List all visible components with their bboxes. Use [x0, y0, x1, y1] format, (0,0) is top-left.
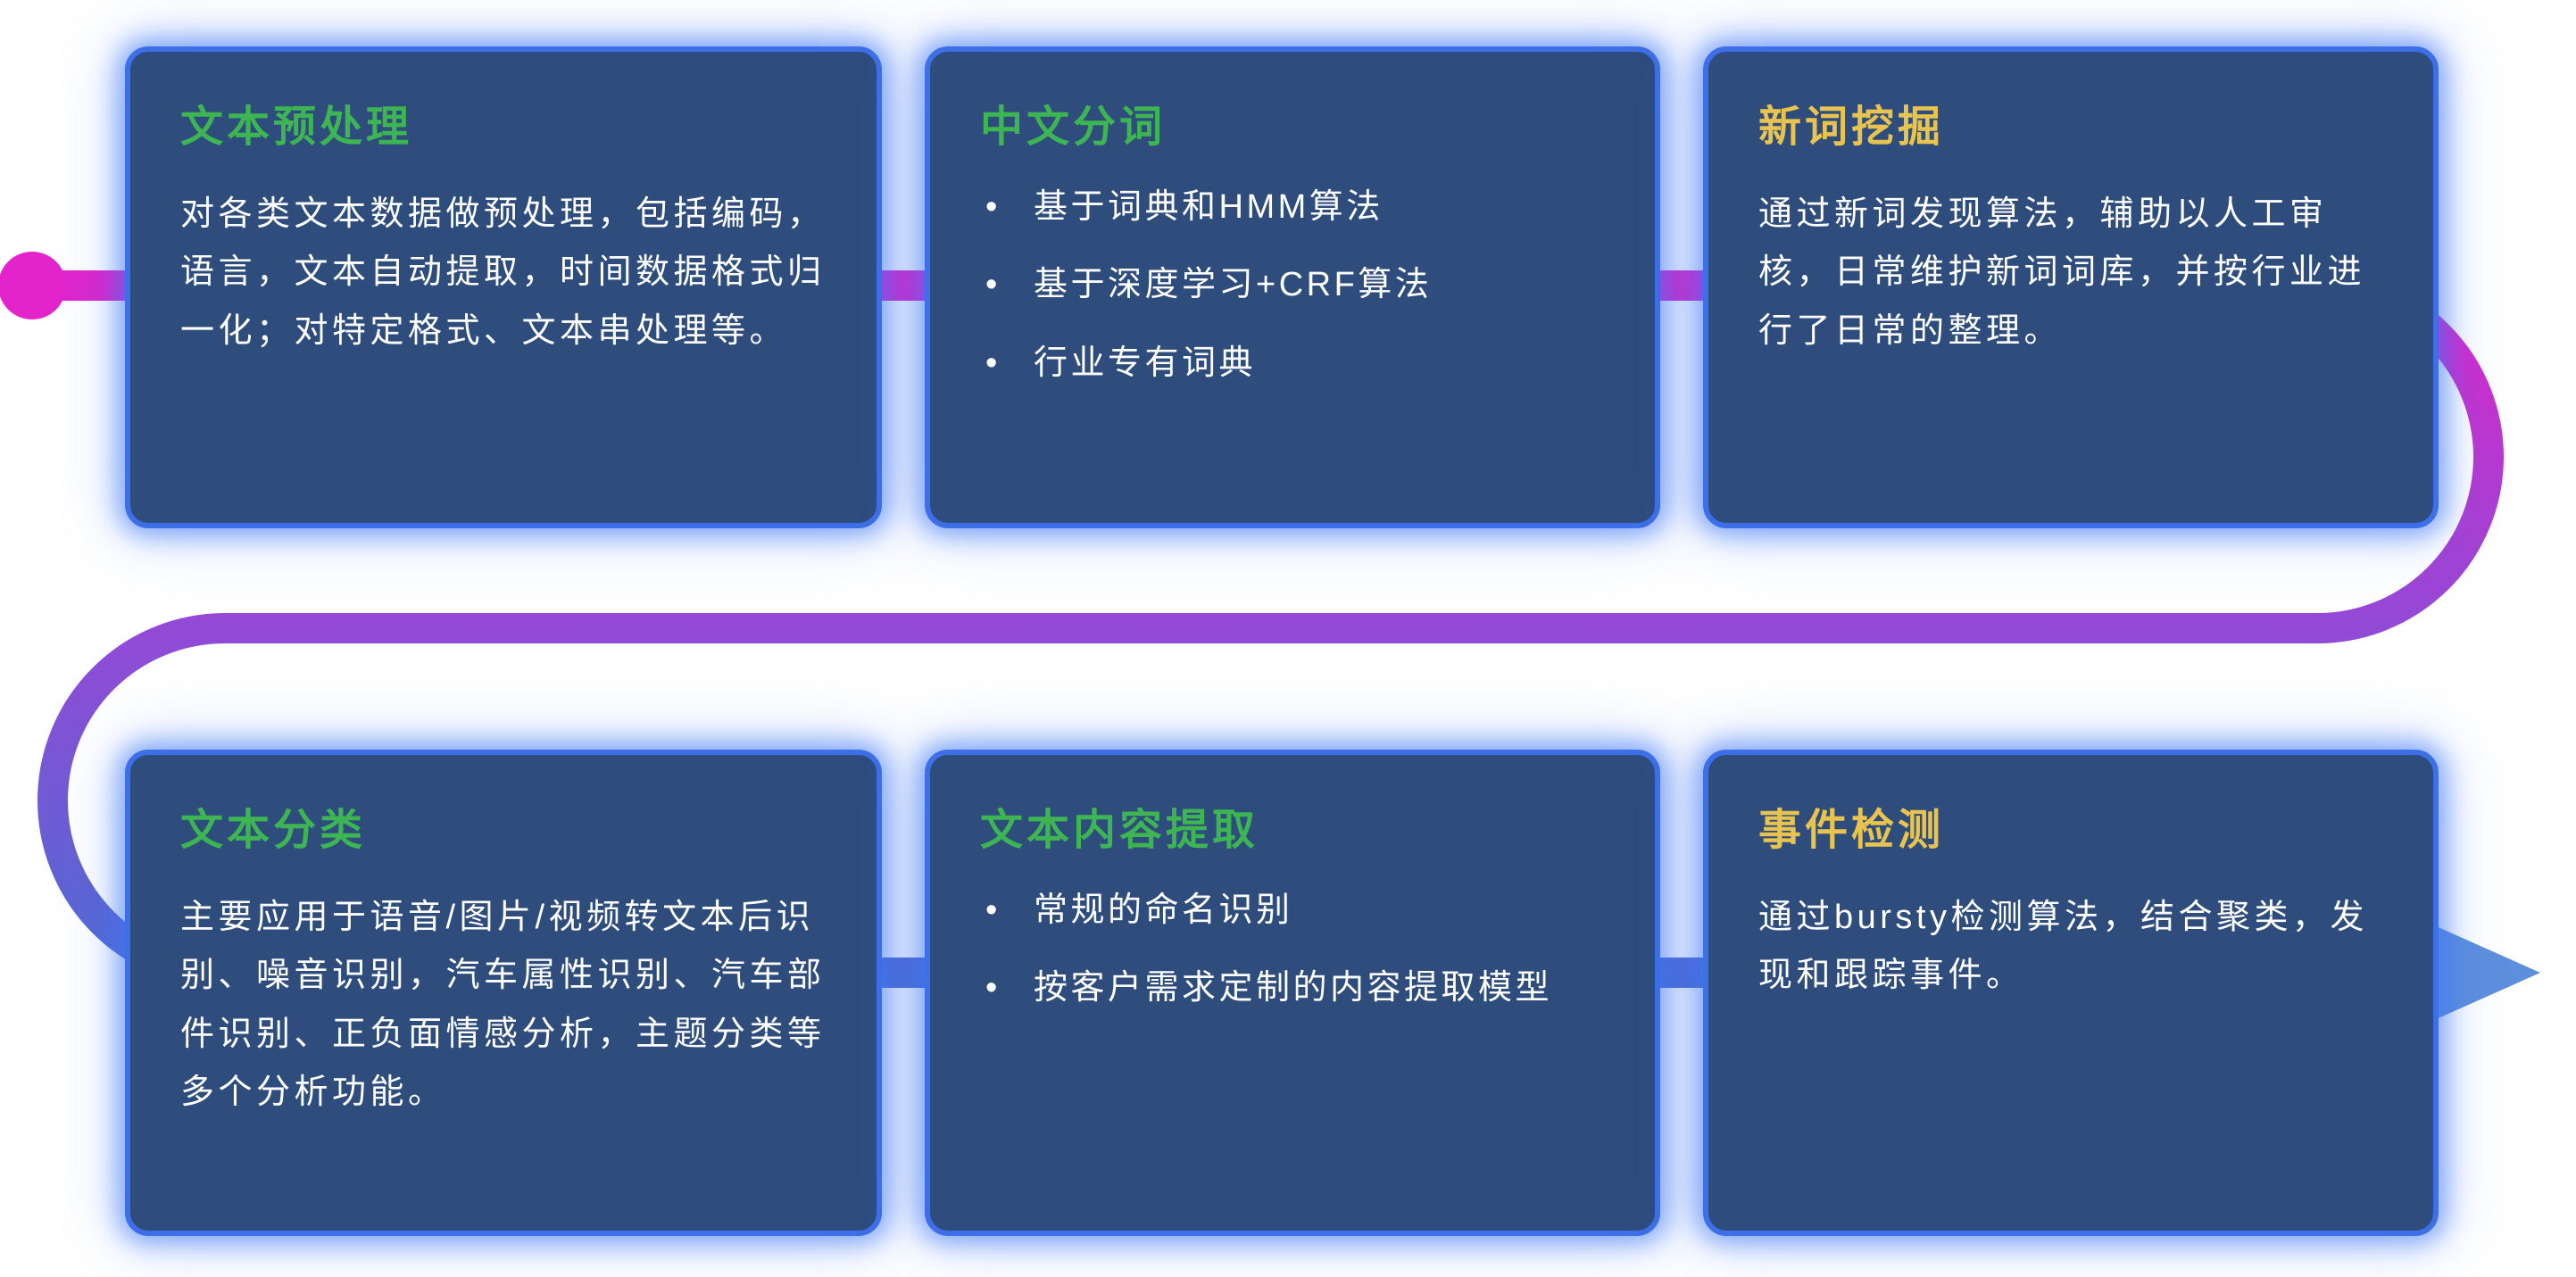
card-title: 文本预处理: [180, 104, 413, 151]
card-title: 新词挖掘: [1758, 104, 1945, 151]
flow-path: [27, 270, 2504, 988]
card-text-classification: 文本分类 主要应用于语音/图片/视频转文本后识别、噪音识别，汽车属性识别、汽车部…: [125, 750, 882, 1236]
card-bullet-list: 常规的命名识别 按客户需求定制的内容提取模型: [980, 889, 1605, 1011]
card-title: 中文分词: [980, 104, 1167, 151]
card-title: 文本内容提取: [980, 807, 1259, 854]
card-event-detection: 事件检测 通过bursty检测算法，结合聚类，发现和跟踪事件。: [1703, 750, 2439, 1236]
card-text-preprocessing: 文本预处理 对各类文本数据做预处理，包括编码，语言，文本自动提取，时间数据格式归…: [125, 46, 882, 528]
bullet-item: 行业专有词典: [980, 342, 1605, 386]
bullet-item: 常规的命名识别: [980, 889, 1605, 933]
card-body: 通过bursty检测算法，结合聚类，发现和跟踪事件。: [1758, 899, 2368, 995]
card-title: 文本分类: [180, 807, 367, 854]
bullet-item: 基于词典和HMM算法: [980, 186, 1605, 230]
card-chinese-word-segmentation: 中文分词 基于词典和HMM算法 基于深度学习+CRF算法 行业专有词典: [925, 46, 1660, 528]
card-bullet-list: 基于词典和HMM算法 基于深度学习+CRF算法 行业专有词典: [980, 186, 1605, 386]
flow-arrow-icon: [2424, 921, 2540, 1024]
card-text-content-extraction: 文本内容提取 常规的命名识别 按客户需求定制的内容提取模型: [925, 750, 1660, 1236]
bullet-item: 基于深度学习+CRF算法: [980, 263, 1605, 308]
flow-start-dot: [0, 252, 66, 319]
card-body: 对各类文本数据做预处理，包括编码，语言，文本自动提取，时间数据格式归一化；对特定…: [180, 195, 826, 350]
card-body: 主要应用于语音/图片/视频转文本后识别、噪音识别，汽车属性识别、汽车部件识别、正…: [180, 899, 826, 1112]
card-title: 事件检测: [1758, 807, 1945, 854]
card-body: 通过新词发现算法，辅助以人工审核，日常维护新词词库，并按行业进行了日常的整理。: [1758, 195, 2366, 350]
bullet-item: 按客户需求定制的内容提取模型: [980, 966, 1605, 1011]
card-new-word-mining: 新词挖掘 通过新词发现算法，辅助以人工审核，日常维护新词词库，并按行业进行了日常…: [1703, 46, 2439, 528]
